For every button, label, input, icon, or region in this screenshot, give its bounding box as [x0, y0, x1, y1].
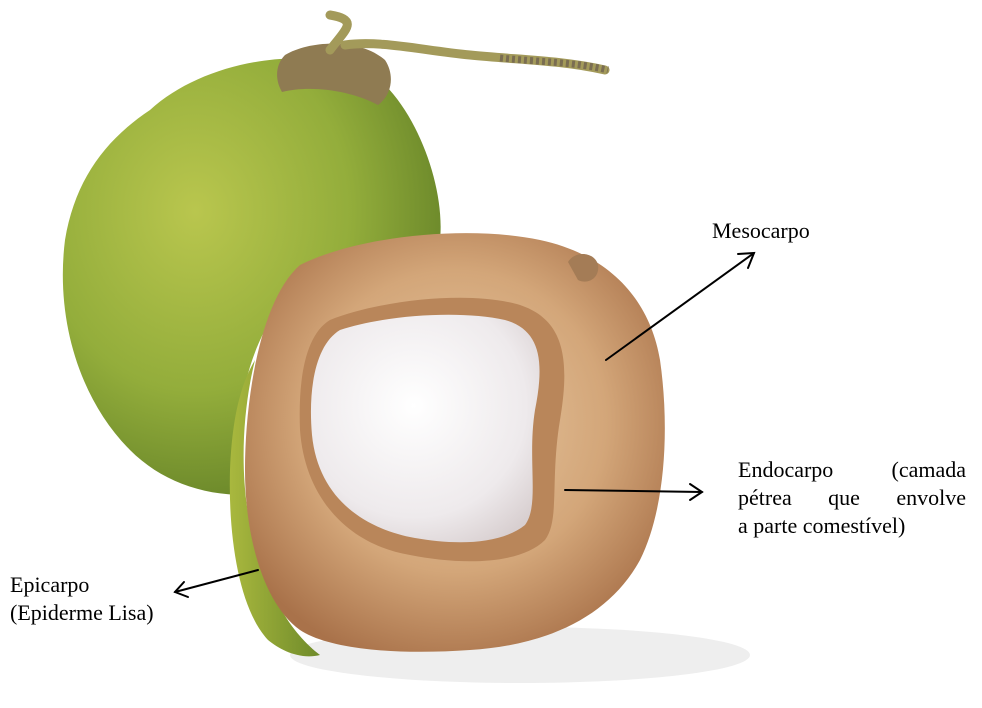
epicarp-label-line1: Epicarpo [10, 571, 154, 599]
mesocarp-label: Mesocarpo [712, 217, 810, 245]
epicarp-label-line2: (Epiderme Lisa) [10, 599, 154, 627]
epicarp-label: Epicarpo (Epiderme Lisa) [10, 571, 154, 627]
endocarp-label-line2: pétrea que envolve [738, 484, 966, 512]
endocarp-label-line1: Endocarpo (camada [738, 456, 966, 484]
endocarp-label: Endocarpo (camada pétrea que envolve a p… [738, 456, 966, 540]
endocarp-label-line3: a parte comestível) [738, 512, 966, 540]
